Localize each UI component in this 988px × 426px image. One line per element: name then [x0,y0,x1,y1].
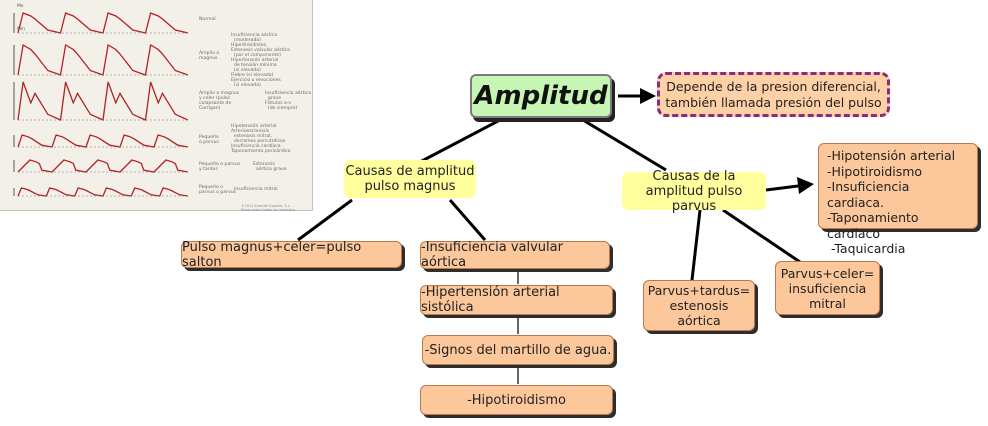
node-magnus-cause-3: -Signos del martillo de agua. [422,335,614,365]
node-parvus-tardus: Parvus+tardus= estenosis aórtica [643,280,755,331]
node-magnus-cause-1: -Insuficiencia valvular aórtica [420,240,610,270]
row-label-magnus-celer: Amplio o magnus y celer (pulso colapsant… [199,91,240,111]
pulse-wave-row-5 [17,159,189,173]
row-label-parvus-tardus: Pequeño o parvus y tardus [199,162,241,172]
row-causes-magnus: Insuficiencia aórtica (moderada) Hiperti… [231,33,290,88]
figure-copyright: ©2011 Elsevier España, S.L. Reservados t… [241,204,296,212]
row-label-parvus-alternans: Pequeño o parvus o parvus [199,185,237,195]
central-topic-amplitud: Amplitud [470,74,612,118]
edge-parvus-causes [765,184,799,192]
axis-mark-max: Mx [17,4,24,9]
parvus-cause-5: -Taquicardia [827,241,906,256]
note-presion-diferencial: Depende de la presion diferencial, tambi… [657,72,890,117]
row-causes-parvus-tardus: Estenosis aórtica grave [253,162,287,172]
parvus-cause-2: -Hipotiroidismo [827,163,923,179]
arrowhead-parvus-causes [797,177,814,194]
row-causes-magnus-celer: Insuficiencia aórtica grave Fístulas a-v… [265,91,312,111]
node-parvus-celer: Parvus+celer= insuficiencia mitral [775,261,880,315]
parvus-cause-3: -Insuficiencia cardiaca. [827,179,910,210]
parvus-cause-1: -Hipotensión arterial [827,148,956,163]
edge-parvus-celer [722,208,801,264]
node-magnus-cause-2: -Hipertensión arterial sistólica [420,285,613,315]
row-label-magnus: Amplio o magnus [199,51,220,61]
edge-parvus-tardus [690,209,702,281]
row-label-normal: Normal [199,17,216,22]
pulse-waveforms [13,12,189,197]
edge-title-parvus [582,118,667,172]
category-pulso-magnus: Causas de amplitud pulso magnus [344,160,476,198]
row-causes-parvus-alternans: Insuficiencia mitral [234,187,278,192]
node-pulso-salton: Pulso magnus+celer=pulso salton [181,240,402,270]
edge-magnus-salton [297,198,353,242]
row-causes-parvus: Hipotensión arterial Arterioesclerosis e… [231,124,291,154]
edge-magnus-causes [448,199,487,241]
row-label-parvus: Pequeño o parvus [199,135,219,145]
pulse-wave-row-4 [17,134,189,148]
axis-mark-min: Min [17,27,25,32]
arrowhead-note [640,88,656,104]
edge-title-magnus [419,118,501,164]
parvus-cause-4: -Taponamiento cardiaco [827,210,919,241]
category-pulso-parvus: Causas de la amplitud pulso parvus [622,169,766,214]
node-parvus-causes-list: -Hipotensión arterial -Hipotiroidismo -I… [818,143,978,256]
node-magnus-cause-4: -Hipotiroidismo [420,385,613,415]
pulse-waveform-figure: Mx Min Normal Amplio o magnus Amplio o m… [0,0,313,212]
